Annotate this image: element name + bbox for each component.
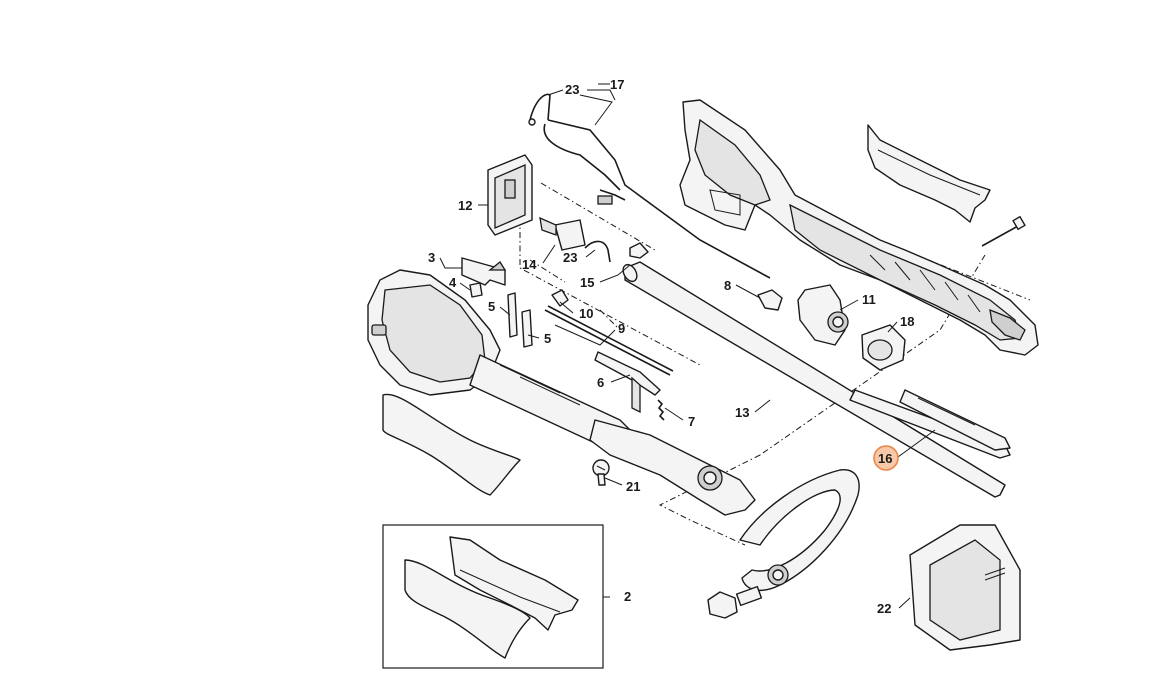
callout-21[interactable]: 21: [626, 479, 640, 494]
motor-housing: [367, 269, 501, 396]
cover-box: [909, 524, 1021, 651]
callout-16[interactable]: 16: [878, 451, 892, 466]
callout-22[interactable]: 22: [877, 601, 891, 616]
foam-sleeve: [382, 393, 521, 496]
highlight-circle: [873, 445, 899, 471]
cover-strip: [867, 124, 991, 223]
callout-numbers: 17 23 12 23 14 15 3 4 5 5 10 9 8 11 18 6…: [428, 77, 914, 616]
callout-15[interactable]: 15: [580, 275, 594, 290]
callout-6[interactable]: 6: [597, 375, 604, 390]
callout-3[interactable]: 3: [428, 250, 435, 265]
ring-part: [861, 324, 906, 371]
slider-strip-b: [521, 309, 533, 348]
callout-7[interactable]: 7: [688, 414, 695, 429]
screw: [592, 459, 610, 486]
callout-4[interactable]: 4: [449, 275, 457, 290]
bracket-part: [757, 289, 783, 311]
clamp-part: [797, 284, 849, 346]
long-tube: [622, 261, 1006, 498]
label-sleeve: [899, 389, 1011, 451]
spring-part: [657, 399, 665, 421]
callout-18[interactable]: 18: [900, 314, 914, 329]
callout-17[interactable]: 17: [610, 77, 624, 92]
small-key: [551, 289, 569, 307]
slider-strip-a: [507, 292, 518, 338]
callout-13[interactable]: 13: [735, 405, 749, 420]
callout-5-upper[interactable]: 5: [488, 299, 495, 314]
cable-tie-top: [528, 93, 551, 126]
clip-part: [629, 242, 649, 259]
inset-cover-strip: [449, 536, 579, 631]
callout-14[interactable]: 14: [522, 257, 537, 272]
callout-23-middle[interactable]: 23: [563, 250, 577, 265]
callout-9[interactable]: 9: [618, 321, 625, 336]
inset-sleeve: [404, 559, 531, 659]
small-catch: [469, 282, 483, 298]
control-rod: [544, 305, 674, 376]
callout-10[interactable]: 10: [579, 306, 593, 321]
callout-23-top[interactable]: 23: [565, 82, 579, 97]
plug-connector: [539, 216, 586, 251]
latch-part: [461, 257, 507, 286]
callout-11[interactable]: 11: [862, 292, 876, 307]
loop-handle: [739, 469, 860, 592]
callout-8[interactable]: 8: [724, 278, 731, 293]
callout-5-lower[interactable]: 5: [544, 331, 551, 346]
main-housing-shell: [679, 99, 1039, 356]
wire-harness: [543, 119, 771, 279]
grip-handle: [589, 419, 756, 516]
throttle-lever: [594, 351, 661, 414]
knob-screw: [707, 585, 763, 619]
leader-lines: [439, 83, 936, 609]
long-bolt: [981, 215, 1026, 247]
callout-2[interactable]: 2: [624, 589, 631, 604]
switch-block: [487, 154, 533, 236]
cable-tie-middle: [584, 240, 611, 263]
callout-12[interactable]: 12: [458, 198, 472, 213]
